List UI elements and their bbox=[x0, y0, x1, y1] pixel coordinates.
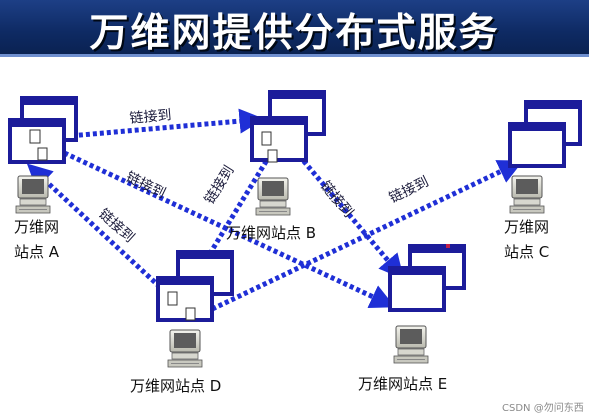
site-c-label-line2: 站点 C bbox=[504, 243, 549, 261]
site-a-label-line2: 站点 A bbox=[14, 243, 60, 261]
site-d-label: 万维网站点 D bbox=[130, 377, 221, 395]
link-label-d-to-a: 链接到 bbox=[95, 205, 138, 246]
page-title: 万维网提供分布式服务 bbox=[89, 11, 500, 56]
site-c: 万维网 站点 C bbox=[504, 100, 582, 261]
title-banner: 万维网提供分布式服务 bbox=[0, 0, 589, 57]
link-label-b-to-d: 链接到 bbox=[201, 162, 238, 207]
link-line-d-to-a bbox=[26, 163, 162, 289]
link-line-b-to-e bbox=[288, 143, 405, 280]
link-line-b-to-d bbox=[185, 153, 273, 294]
site-e-label: 万维网站点 E bbox=[358, 375, 447, 393]
watermark: CSDN @勿问东西 bbox=[502, 401, 584, 414]
link-line-d-to-c bbox=[204, 160, 524, 315]
link-label-a-to-e: 链接到 bbox=[123, 168, 168, 202]
link-line-a-to-e bbox=[56, 147, 396, 309]
site-d: 万维网站点 D bbox=[130, 250, 234, 395]
site-b-label: 万维网站点 B bbox=[226, 224, 316, 242]
link-label-d-to-c: 链接到 bbox=[386, 173, 431, 207]
site-a: 万维网 站点 A bbox=[8, 96, 78, 261]
link-line-a-to-b bbox=[57, 108, 265, 140]
site-a-label-line1: 万维网 bbox=[14, 218, 59, 236]
link-label-a-to-b: 链接到 bbox=[129, 106, 172, 127]
link-lines bbox=[26, 108, 524, 315]
link-label-b-to-e: 链接到 bbox=[317, 178, 357, 221]
site-e: 万维网站点 E bbox=[358, 244, 466, 393]
site-c-label-line1: 万维网 bbox=[504, 218, 549, 236]
site-b: 万维网站点 B bbox=[226, 90, 326, 242]
